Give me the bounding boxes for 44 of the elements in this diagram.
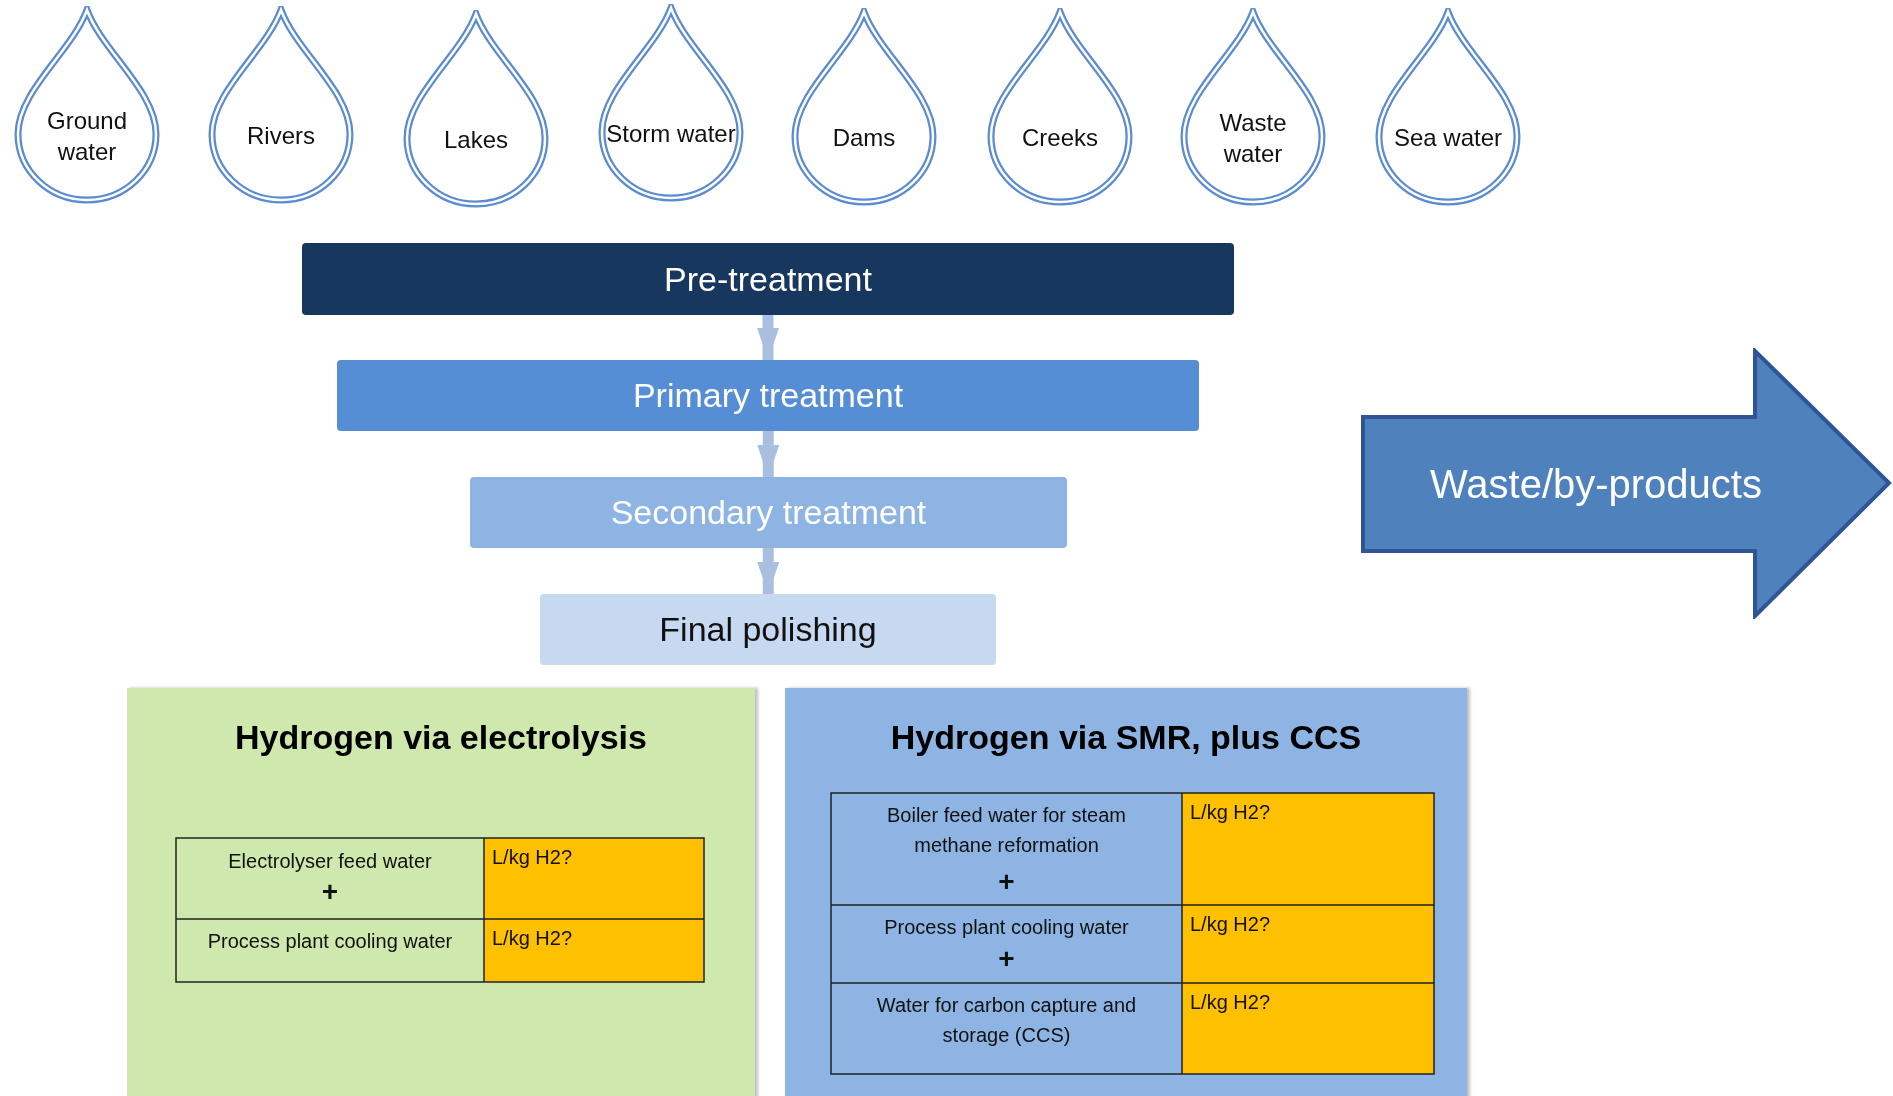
arrow xyxy=(757,315,779,360)
block-arrow xyxy=(1361,348,1893,619)
process-box xyxy=(337,360,1199,431)
water-drop xyxy=(401,10,551,210)
arrow xyxy=(757,431,780,477)
water-drop xyxy=(985,8,1135,208)
water-drop xyxy=(1373,8,1523,208)
arrow-label: Waste/by-products xyxy=(1429,460,1763,508)
process-box xyxy=(470,477,1067,548)
step-label: Final polishing xyxy=(659,610,877,649)
table-cell-text: Boiler feed water for steam methane reformation xyxy=(886,803,1127,858)
water-drop xyxy=(12,6,162,206)
plus-sign: + xyxy=(997,866,1016,899)
drop-label: Creeks xyxy=(1021,123,1099,154)
value-cell: L/kg H2? xyxy=(484,919,704,982)
table-cell-text: Water for carbon capture and storage (CCS) xyxy=(875,993,1138,1048)
arrow xyxy=(757,548,780,594)
process-box xyxy=(540,594,996,665)
value-cell: L/kg H2? xyxy=(1182,793,1434,905)
water-drop xyxy=(596,4,746,204)
panel-heading: Hydrogen via electrolysis xyxy=(234,718,648,757)
drop-label: Rivers xyxy=(246,121,316,152)
water-drop xyxy=(789,8,939,208)
step-label: Pre-treatment xyxy=(664,259,872,299)
drop-label: Ground water xyxy=(45,105,129,167)
panel-heading: Hydrogen via SMR, plus CCS xyxy=(889,718,1363,757)
plus-sign: + xyxy=(320,876,340,909)
water-drop xyxy=(1178,8,1328,208)
step-label: Secondary treatment xyxy=(610,493,927,532)
plus-sign: + xyxy=(997,943,1016,976)
value-cell: L/kg H2? xyxy=(1182,905,1434,983)
table-cell-text: Process plant cooling water xyxy=(206,929,454,954)
table-cell-text: Electrolyser feed water xyxy=(227,849,433,874)
water-drop xyxy=(206,6,356,206)
drop-label: Storm water xyxy=(606,119,736,150)
value-cell: L/kg H2? xyxy=(1182,983,1434,1074)
drop-label: Waste water xyxy=(1218,107,1288,169)
step-label: Primary treatment xyxy=(632,376,904,415)
drop-label: Sea water xyxy=(1392,123,1504,154)
value-cell: L/kg H2? xyxy=(484,838,704,919)
table-cell-text: Process plant cooling water xyxy=(883,915,1130,940)
drop-label: Lakes xyxy=(442,125,509,156)
drop-label: Dams xyxy=(831,123,897,154)
process-box xyxy=(302,243,1234,315)
